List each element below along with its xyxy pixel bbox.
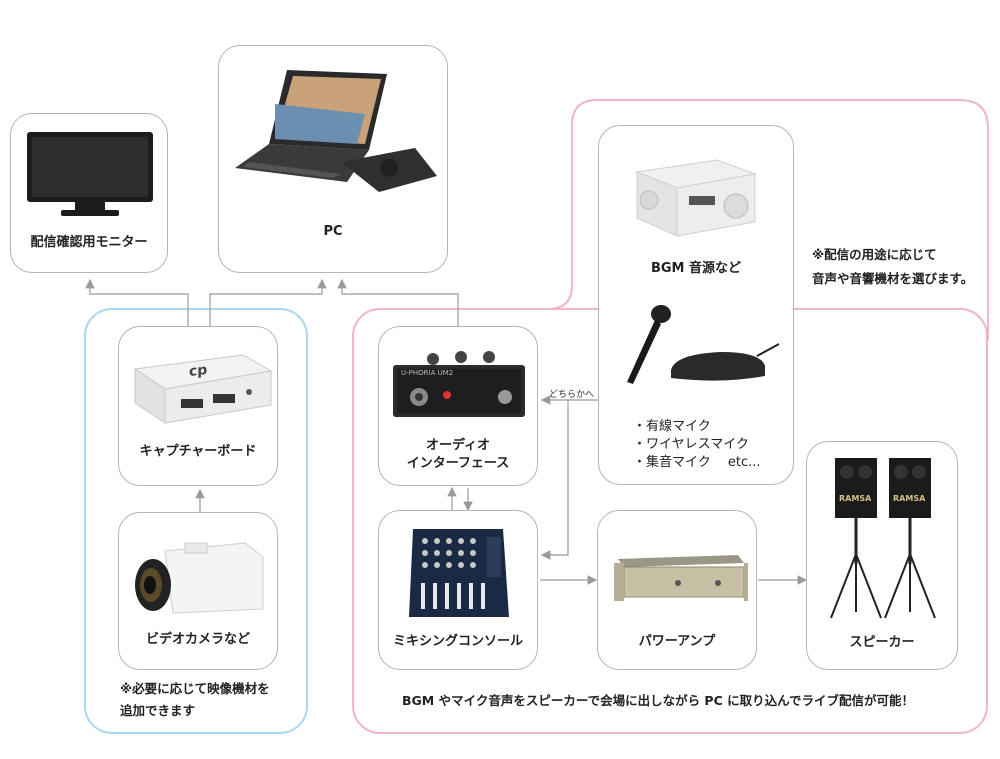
- monitor-box: 配信確認用モニター: [10, 113, 168, 273]
- mixer-label: ミキシングコンソール: [392, 634, 523, 649]
- microphone-icon: [627, 305, 671, 384]
- speaker-label: スピーカー: [849, 635, 915, 650]
- pc-label: PC: [323, 224, 343, 239]
- power-amp-box: パワーアンプ: [597, 510, 757, 670]
- capture-board-label: キャプチャーボード: [139, 444, 257, 459]
- audio-interface-label-1: オーディオ: [425, 438, 491, 453]
- bottom-note: BGM やマイク音声をスピーカーで会場に出しながら PC に取り込んでライブ配信…: [402, 693, 914, 708]
- speaker-box: RAMSA RAMSA スピーカー: [806, 441, 958, 670]
- video-camera-box: ビデオカメラなど: [118, 512, 278, 670]
- monitor-label: 配信確認用モニター: [30, 235, 148, 250]
- cd-radio-icon: [635, 159, 757, 237]
- speaker-stands-icon: [830, 458, 936, 619]
- power-amp-label: パワーアンプ: [638, 634, 716, 649]
- either-label: どちらかへ: [549, 390, 595, 400]
- mixer-icon: [409, 529, 509, 617]
- power-amp-icon: [614, 555, 748, 601]
- video-note-line2: 追加できます: [120, 703, 196, 718]
- audio-interface-brand: U-PHORIA UM2: [401, 369, 454, 377]
- pc-box: PC: [218, 45, 448, 273]
- video-note-line1: ※必要に応じて映像機材を: [120, 681, 270, 696]
- speaker-brand-right: RAMSA: [893, 494, 926, 503]
- mic-item-boundary: ・集音マイク etc...: [633, 455, 761, 470]
- audio-interface-label-2: インターフェース: [406, 456, 510, 471]
- monitor-icon: [27, 132, 153, 216]
- bgm-mic-box: BGM 音源など ・有線マイク ・ワイヤレスマイク ・集音マイク etc...: [598, 125, 794, 485]
- audio-interface-box: U-PHORIA UM2 オーディオ インターフェース: [378, 326, 538, 486]
- video-camera-icon: [135, 542, 264, 614]
- video-equipment-region: [84, 308, 308, 734]
- bgm-label: BGM 音源など: [650, 261, 742, 276]
- boundary-mic-icon: [671, 343, 780, 381]
- capture-board-icon: [133, 354, 273, 424]
- mixer-box: ミキシングコンソール: [378, 510, 538, 670]
- laptop-icon: [235, 70, 437, 192]
- audio-note-line2: 音声や音響機材を選びます。: [812, 271, 974, 286]
- video-camera-label: ビデオカメラなど: [145, 632, 250, 647]
- capture-board-box: cp キャプチャーボード: [118, 326, 278, 486]
- mic-item-wireless: ・ワイヤレスマイク: [633, 437, 749, 452]
- audio-note-line1: ※配信の用途に応じて: [812, 247, 937, 262]
- capture-brand-logo: cp: [189, 362, 208, 380]
- mic-item-wired: ・有線マイク: [633, 419, 711, 434]
- speaker-brand-left: RAMSA: [839, 494, 872, 503]
- audio-interface-icon: [393, 351, 525, 417]
